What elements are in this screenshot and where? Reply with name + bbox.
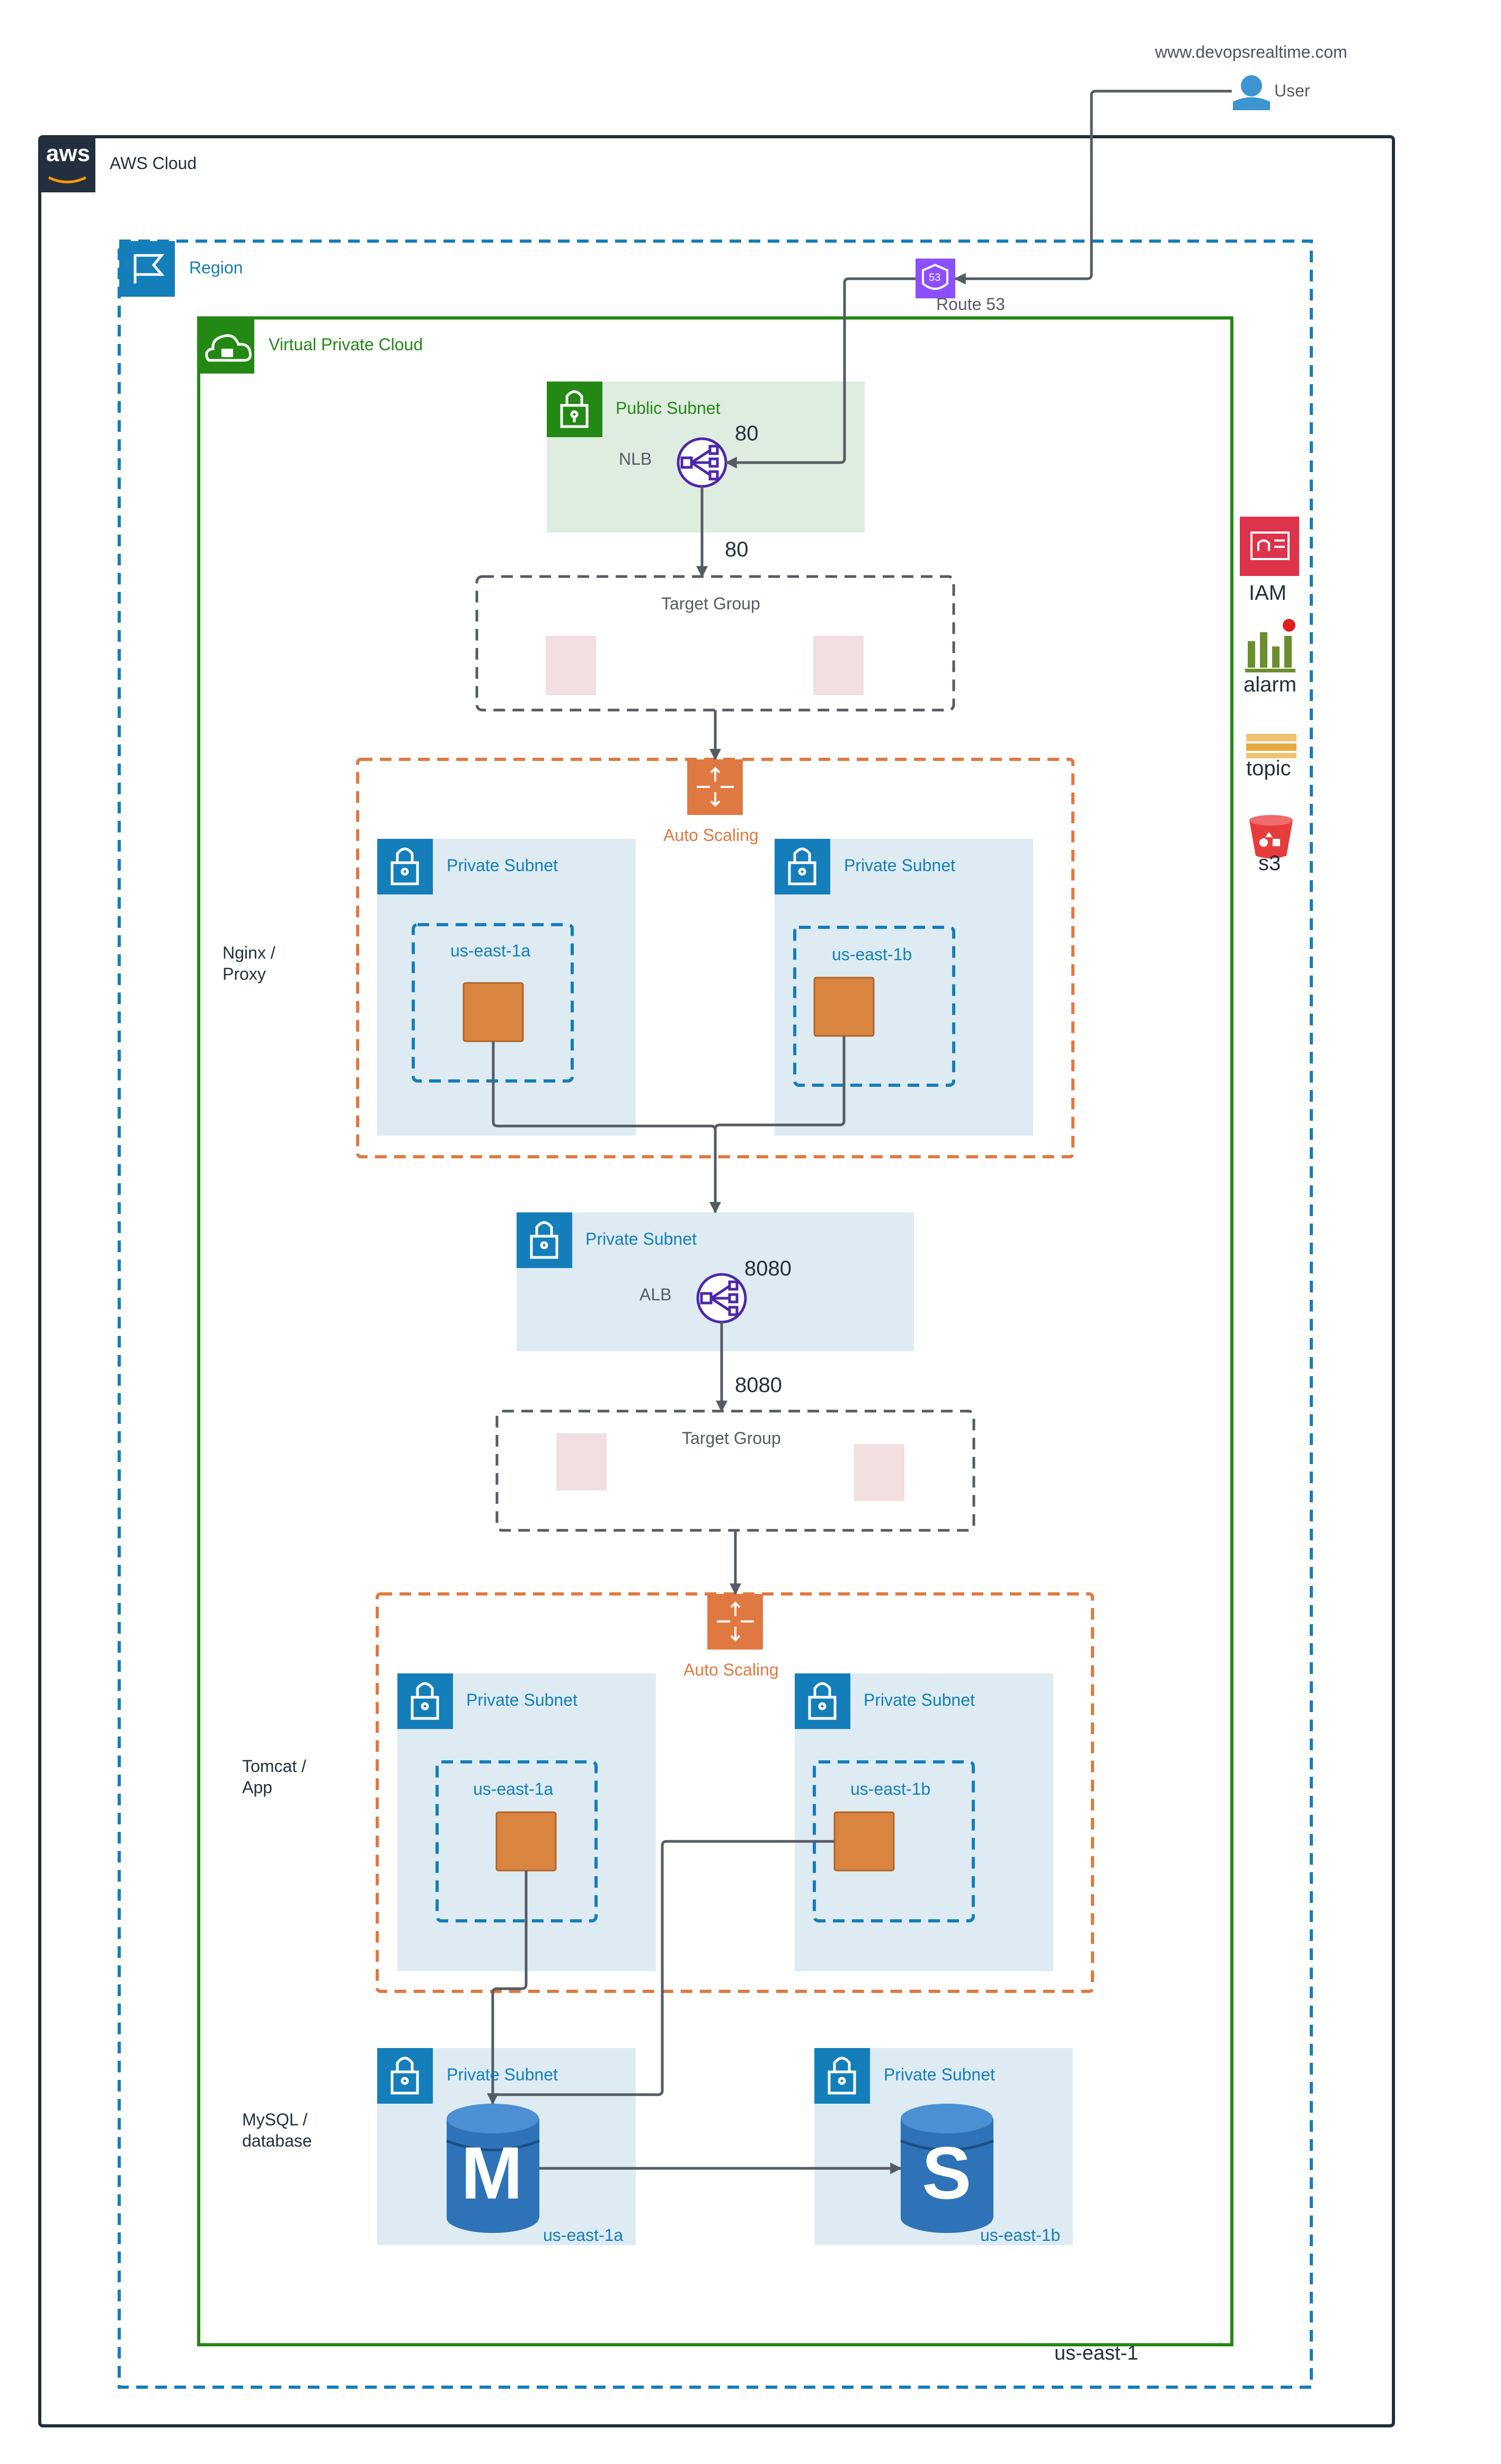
db-tier-label-2: database: [242, 2131, 312, 2150]
db-master-letter: M: [461, 2131, 523, 2214]
nginx-b-to-alb-line: [714, 1036, 846, 1130]
db-az-a-label: us-east-1a: [543, 2226, 624, 2245]
mysql-master-icon: [446, 2104, 540, 2233]
az-box: [813, 1760, 975, 1922]
tomcat-subnet-a-label: Private Subnet: [466, 1690, 578, 1709]
ec2-instance-icon: [463, 977, 895, 1872]
nlb-label: NLB: [619, 449, 652, 468]
target-placeholder: [546, 636, 596, 695]
target-placeholder: [854, 1444, 904, 1501]
aws-cloud-boundary: [38, 135, 1395, 2427]
route53-label: Route 53: [936, 295, 1005, 314]
user-label: User: [1274, 81, 1310, 100]
route53-icon-text: 53: [929, 272, 941, 283]
public-subnet-label: Public Subnet: [616, 398, 721, 418]
tomcat-az-a-label: us-east-1a: [473, 1779, 554, 1798]
nlb-icon: [677, 437, 727, 488]
public-subnet-lock-icon: [547, 382, 602, 437]
route53-to-nlb-line: [725, 277, 916, 468]
az-box: [436, 1760, 598, 1922]
target-group-2-label: Target Group: [682, 1429, 781, 1448]
alb-icon: [696, 1273, 747, 1324]
site-url[interactable]: www.devopsrealtime.com: [1155, 42, 1347, 61]
target-placeholder: [813, 636, 864, 695]
connection-lines: [487, 90, 1232, 2174]
aws-cloud-label: AWS Cloud: [110, 154, 197, 173]
region-name: us-east-1: [1054, 2342, 1139, 2364]
az-box: [793, 926, 955, 1087]
user-icon: [1233, 75, 1270, 110]
target-group-1-label: Target Group: [661, 594, 760, 613]
alb-port-in: 8080: [744, 1257, 792, 1280]
db-slave-letter: S: [922, 2131, 972, 2214]
db-az-b-label: us-east-1b: [980, 2226, 1061, 2245]
s3-label: s3: [1258, 852, 1281, 875]
alb-label: ALB: [640, 1285, 672, 1304]
auto-scaling-2-label: Auto Scaling: [683, 1660, 779, 1679]
region-flag-icon: [119, 241, 175, 297]
nginx-subnet-b-label: Private Subnet: [844, 856, 955, 875]
nginx-tier-label: Nginx /: [223, 943, 276, 962]
s3-bucket-icon: [1249, 815, 1293, 858]
region-boundary: [118, 240, 1313, 2389]
nginx-az-b-label: us-east-1b: [832, 945, 912, 964]
iam-label: IAM: [1249, 581, 1287, 605]
db-tier-label: MySQL /: [242, 2110, 308, 2129]
tomcat-a-to-db-line: [487, 1871, 528, 2105]
region-label: Region: [189, 258, 243, 277]
vpc-label: Virtual Private Cloud: [269, 335, 423, 354]
alarm-label: alarm: [1244, 673, 1297, 696]
aws-logo-text: aws: [46, 140, 91, 166]
iam-icon: [1240, 517, 1299, 576]
alb-port-out: 8080: [735, 1373, 782, 1397]
nlb-port-out: 80: [725, 538, 749, 561]
tomcat-az-b-label: us-east-1b: [850, 1779, 931, 1798]
aws-smile-icon: [48, 176, 87, 183]
nlb-port-in: 80: [735, 422, 759, 445]
tomcat-b-to-db-line: [495, 1840, 834, 2096]
tomcat-tier-label-2: App: [242, 1778, 272, 1797]
alb-subnet-label: Private Subnet: [585, 1229, 697, 1248]
tomcat-subnet-b-label: Private Subnet: [864, 1690, 975, 1709]
sns-topic-icon: [1246, 734, 1296, 758]
alarm-icon: [1245, 619, 1295, 672]
route53-icon: [916, 259, 955, 298]
db-subnet-b-label: Private Subnet: [884, 2065, 995, 2084]
db-subnet-a-label: Private Subnet: [447, 2065, 558, 2084]
nginx-subnet-a-label: Private Subnet: [447, 856, 558, 875]
tomcat-tier-label: Tomcat /: [242, 1757, 306, 1776]
vpc-boundary: [197, 316, 1233, 2346]
topic-label: topic: [1246, 757, 1291, 780]
target-group-1: [475, 575, 955, 712]
mysql-slave-icon: [900, 2104, 994, 2233]
user-to-route53-line: [954, 90, 1232, 285]
nginx-az-a-label: us-east-1a: [450, 941, 531, 960]
nginx-tier-label-2: Proxy: [223, 964, 266, 983]
auto-scaling-1-label: Auto Scaling: [663, 826, 759, 845]
auto-scaling-icon: [687, 759, 763, 1650]
target-placeholder: [556, 1433, 607, 1491]
